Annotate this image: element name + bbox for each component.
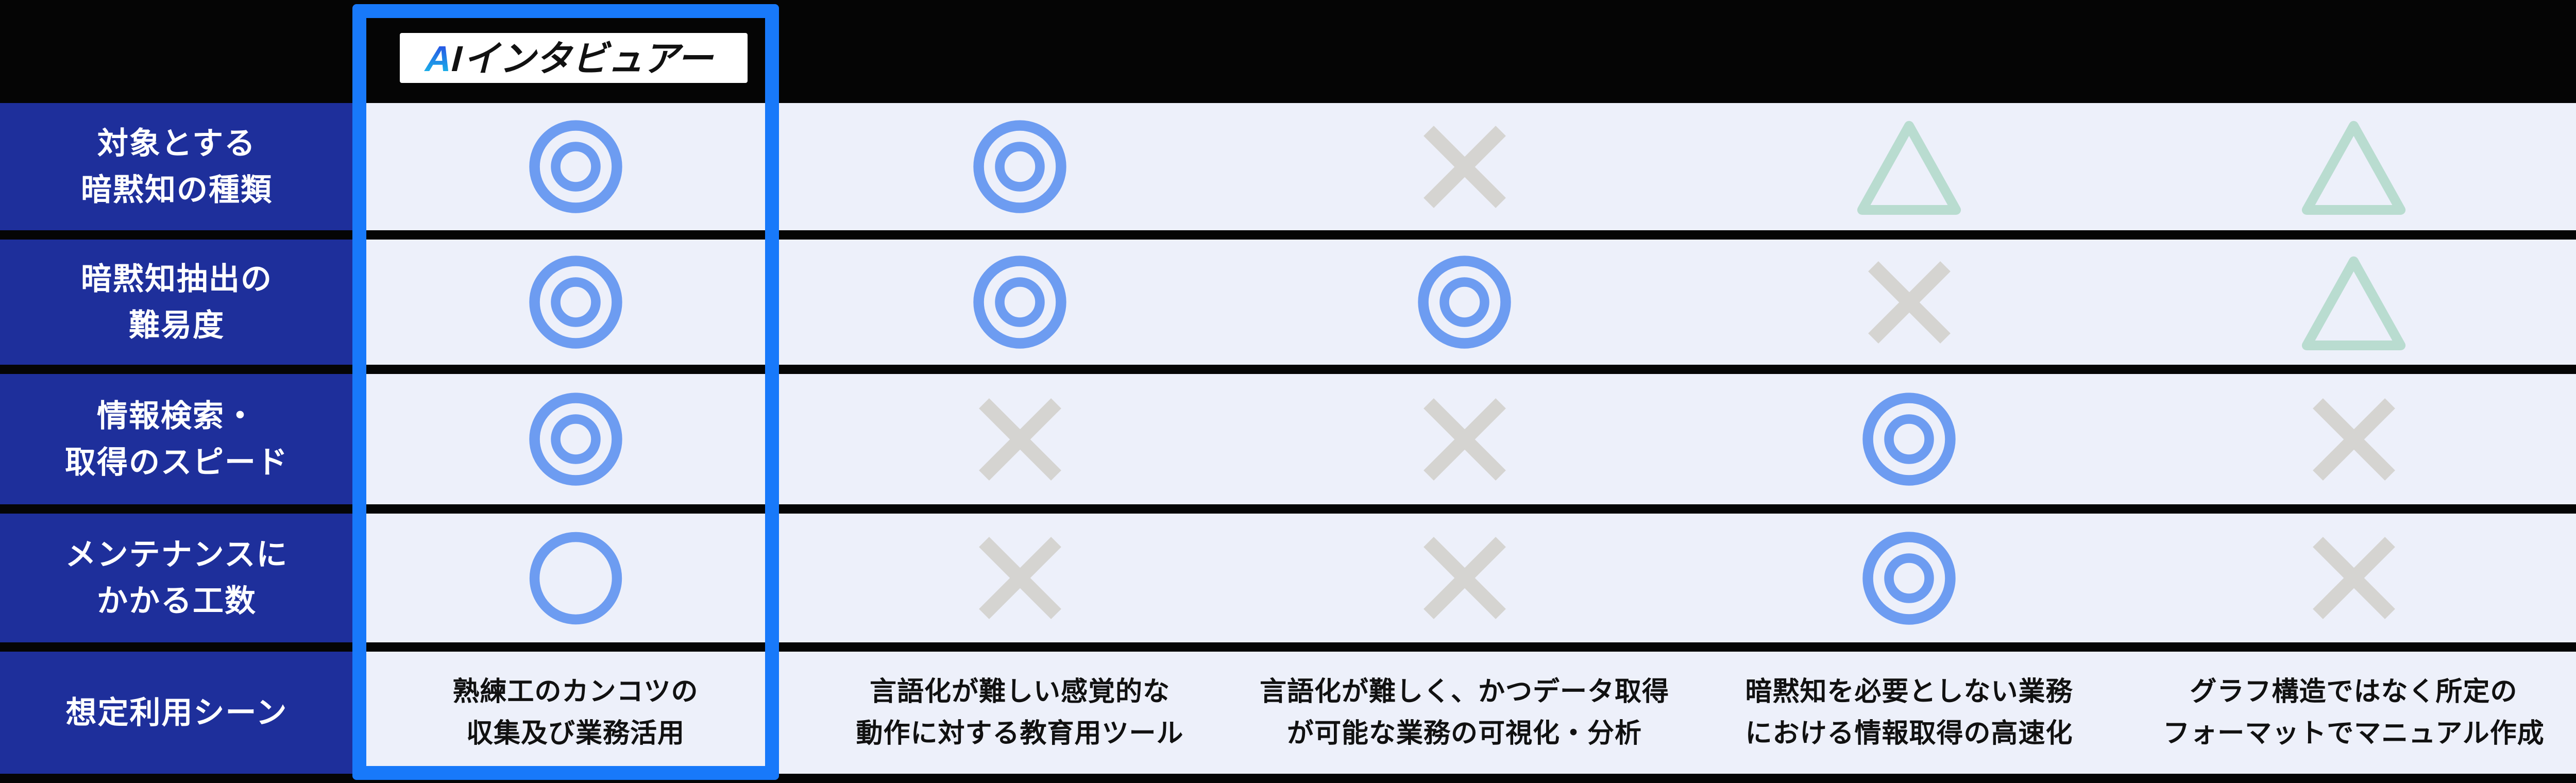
cell-symbol-r2c2 — [798, 240, 1242, 365]
cell-usecase-c3: 言語化が難しく、かつデータ取得 が可能な業務の可視化・分析 — [1242, 652, 1687, 774]
triangle-icon — [2301, 121, 2406, 215]
cell-usecase-c1: 熟練工のカンコツの 収集及び業務活用 — [353, 652, 798, 774]
cell-symbol-r4c3 — [1242, 514, 1687, 642]
cell-symbol-r1c1 — [353, 103, 798, 230]
ai-interviewer-logo-icon: AIインタビュアー — [421, 39, 721, 79]
cross-icon — [1423, 537, 1506, 619]
usecase-line: 言語化が難しい感覚的な — [869, 676, 1170, 707]
row-header-line: かかる工数 — [97, 584, 257, 618]
cell-symbol-r3c5 — [2131, 374, 2576, 504]
double-circle-icon — [1862, 393, 1956, 486]
usecase-line: 収集及び業務活用 — [466, 718, 685, 748]
cell-symbol-r1c4 — [1687, 103, 2131, 230]
cell-symbol-r2c1 — [353, 240, 798, 365]
cell-symbol-r3c2 — [798, 374, 1242, 504]
usecase-line: 動作に対する教育用ツール — [856, 718, 1184, 748]
row-header-line: 暗黙知抽出の — [81, 261, 273, 296]
triangle-icon — [2301, 256, 2406, 350]
cross-icon — [2312, 398, 2395, 481]
cross-icon — [1423, 125, 1506, 208]
cell-usecase-c4: 暗黙知を必要としない業務 における情報取得の高速化 — [1687, 652, 2131, 774]
cross-icon — [978, 398, 1061, 481]
usecase-line: 熟練工のカンコツの — [452, 676, 699, 707]
cell-symbol-r1c3 — [1242, 103, 1687, 230]
svg-text:AIインタビュアー: AIインタビュアー — [421, 39, 721, 79]
cell-symbol-r3c3 — [1242, 374, 1687, 504]
cell-symbol-r2c5 — [2131, 240, 2576, 365]
cell-symbol-r3c4 — [1687, 374, 2131, 504]
row-header-search-speed: 情報検索・ 取得のスピード — [0, 374, 353, 504]
cell-symbol-r4c1 — [353, 514, 798, 642]
product-logo: AIインタビュアー — [400, 33, 748, 83]
double-circle-icon — [529, 120, 622, 213]
cell-symbol-r3c1 — [353, 374, 798, 504]
double-circle-icon — [973, 256, 1066, 349]
cell-symbol-r4c2 — [798, 514, 1242, 642]
row-header-line: 難易度 — [129, 308, 225, 343]
triangle-icon — [1857, 121, 1961, 215]
double-circle-icon — [529, 393, 622, 486]
row-header-line: 取得のスピード — [65, 445, 289, 480]
cell-usecase-c2: 言語化が難しい感覚的な 動作に対する教育用ツール — [798, 652, 1242, 774]
row-header-knowledge-type: 対象とする 暗黙知の種類 — [0, 103, 353, 230]
row-header-extraction-difficulty: 暗黙知抽出の 難易度 — [0, 240, 353, 365]
usecase-line: における情報取得の高速化 — [1745, 718, 2073, 748]
usecase-line: フォーマットでマニュアル作成 — [2163, 718, 2545, 748]
cell-usecase-c5: グラフ構造ではなく所定の フォーマットでマニュアル作成 — [2131, 652, 2576, 774]
row-header-line: 対象とする — [97, 126, 257, 161]
cell-symbol-r2c4 — [1687, 240, 2131, 365]
row-header-line: メンテナンスに — [65, 537, 289, 572]
usecase-line: 言語化が難しく、かつデータ取得 — [1259, 676, 1669, 707]
cell-symbol-r1c5 — [2131, 103, 2576, 230]
cell-symbol-r4c4 — [1687, 514, 2131, 642]
usecase-line: グラフ構造ではなく所定の — [2190, 676, 2518, 707]
circle-icon — [529, 532, 622, 624]
row-header-line: 情報検索・ — [97, 398, 257, 433]
cross-icon — [2312, 537, 2395, 619]
logo-katakana: インタビュアー — [461, 39, 721, 79]
usecase-line: 暗黙知を必要としない業務 — [1745, 676, 2073, 707]
row-header-maintenance-effort: メンテナンスに かかる工数 — [0, 514, 353, 642]
double-circle-icon — [973, 120, 1066, 213]
double-circle-icon — [1862, 531, 1956, 625]
cell-symbol-r2c3 — [1242, 240, 1687, 365]
double-circle-icon — [529, 256, 622, 349]
row-header-use-case: 想定利用シーン — [0, 652, 353, 774]
row-header-line: 暗黙知の種類 — [81, 172, 273, 207]
cross-icon — [1423, 398, 1506, 481]
cell-symbol-r4c5 — [2131, 514, 2576, 642]
cross-icon — [978, 537, 1061, 619]
cell-symbol-r1c2 — [798, 103, 1242, 230]
double-circle-icon — [1418, 256, 1511, 349]
row-header-line: 想定利用シーン — [65, 695, 288, 730]
usecase-line: が可能な業務の可視化・分析 — [1286, 718, 1642, 748]
cross-icon — [1868, 261, 1951, 344]
